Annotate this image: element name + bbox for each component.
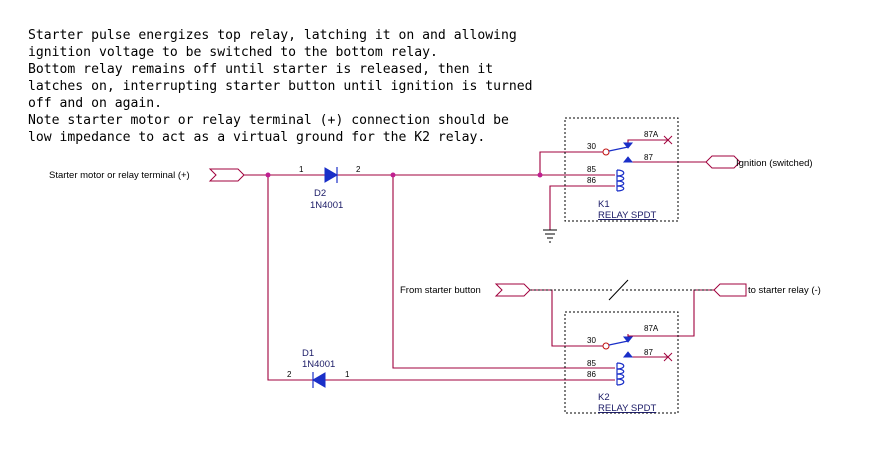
pin-number: 2	[356, 165, 361, 174]
relay-type: RELAY SPDT	[598, 210, 656, 221]
common-contact-circle	[602, 148, 610, 156]
wire-k2-87a-to-starter-relay	[627, 289, 714, 337]
contact-87-arrow-icon	[622, 351, 634, 358]
relay-outline	[564, 311, 679, 414]
ground-icon	[543, 229, 557, 243]
pin-number: 30	[587, 142, 596, 151]
diode-d2: 1 2 D2 1N4001	[299, 165, 361, 211]
note-line: ignition voltage to be switched to the b…	[28, 45, 438, 60]
pin-number: 1	[299, 165, 304, 174]
pin-number: 87	[644, 348, 653, 357]
pin-number: 87	[644, 153, 653, 162]
wire-to-k2-85	[392, 175, 600, 369]
port-flag-icon	[494, 283, 531, 297]
pin-number: 87A	[644, 130, 659, 139]
note-line: Note starter motor or relay terminal (+)…	[28, 113, 509, 128]
diode-ref: D1	[302, 348, 314, 359]
pin-number: 1	[345, 370, 350, 379]
description-notes: Starter pulse energizes top relay, latch…	[28, 28, 533, 145]
port-from-button: From starter button	[400, 283, 531, 297]
coil-leads	[600, 174, 615, 187]
port-starter-terminal: Starter motor or relay terminal (+)	[49, 168, 245, 182]
contact-87a-arrow-icon	[622, 336, 634, 343]
relay-k2: 30 87A 87 85 86 K2 RELAY SPDT	[564, 311, 679, 414]
relay-outline	[564, 117, 679, 222]
pin-number: 2	[287, 370, 292, 379]
port-flag-icon	[713, 283, 747, 297]
contact-87-arrow-icon	[622, 156, 634, 163]
pin-number: 85	[587, 359, 596, 368]
port-flag-icon	[705, 155, 741, 169]
junction-dot	[390, 172, 396, 178]
junction-dot	[537, 172, 543, 178]
pin-number: 86	[587, 176, 596, 185]
wire-button-to-k2-30	[530, 289, 603, 347]
port-to-starter-relay: to starter relay (-)	[713, 283, 821, 297]
port-label: Starter motor or relay terminal (+)	[49, 170, 190, 181]
switch-arm	[608, 340, 629, 346]
note-line: low impedance to act as a virtual ground…	[28, 130, 485, 145]
diode-d1: D1 1N4001 2 1	[287, 348, 350, 388]
diode-part: 1N4001	[310, 200, 343, 211]
port-label: From starter button	[400, 285, 481, 296]
diode-triangle-icon	[312, 372, 326, 388]
wire-left-branch-to-d1	[267, 175, 313, 381]
port-flag-icon	[208, 168, 245, 182]
relay-ref: K1	[598, 199, 610, 210]
note-line: Bottom relay remains off until starter i…	[28, 62, 493, 77]
wire-k1-30	[539, 151, 603, 175]
diode-part: 1N4001	[302, 359, 335, 370]
pin-number: 85	[587, 165, 596, 174]
pin-number: 87A	[644, 324, 659, 333]
note-line: latches on, interrupting starter button …	[28, 79, 533, 94]
port-label: to starter relay (-)	[748, 285, 821, 296]
note-line: off and on again.	[28, 96, 162, 111]
relay-type: RELAY SPDT	[598, 403, 656, 414]
bypass-break-slash	[608, 279, 629, 301]
wires	[244, 139, 714, 381]
relay-k1: 30 87A 87 85 86 K1 RELAY SPDT	[564, 117, 679, 222]
contact-87a-arrow-icon	[622, 142, 634, 149]
note-line: Starter pulse energizes top relay, latch…	[28, 28, 517, 43]
common-contact-circle	[602, 342, 610, 350]
coil-leads	[600, 367, 615, 381]
relay-coil-icon	[616, 169, 625, 192]
wire-k1-87a	[627, 139, 668, 143]
relay-coil-icon	[616, 362, 625, 386]
pin-number: 86	[587, 370, 596, 379]
relay-ref: K2	[598, 392, 610, 403]
pin-number: 30	[587, 336, 596, 345]
wire-k1-86-ground	[549, 185, 600, 230]
junctions	[265, 172, 543, 178]
diode-triangle-icon	[324, 167, 338, 183]
junction-dot	[265, 172, 271, 178]
port-ignition: Ignition (switched)	[705, 155, 813, 169]
port-label: Ignition (switched)	[736, 158, 813, 169]
diode-ref: D2	[314, 188, 326, 199]
switch-arm	[608, 146, 629, 152]
